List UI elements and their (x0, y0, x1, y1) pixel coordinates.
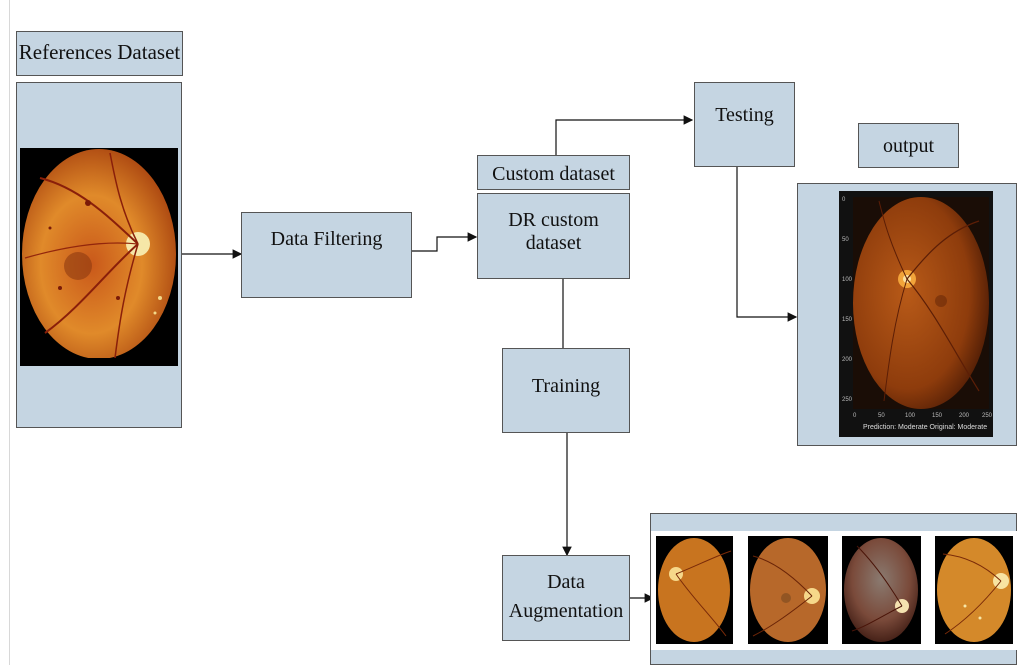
testing-box: Testing (694, 82, 795, 167)
arrow-filtering-to-custom (411, 232, 478, 252)
augmented-sample-1 (656, 536, 733, 644)
reference-fundus-image (20, 148, 178, 366)
y-tick-150: 150 (842, 317, 853, 323)
x-tick-50: 50 (878, 413, 885, 419)
augmented-samples-panel (650, 513, 1017, 665)
data-augmentation-box: Data Augmentation (502, 555, 630, 641)
output-title-box: output (858, 123, 959, 168)
x-tick-100: 100 (905, 413, 916, 419)
data-filtering-box: Data Filtering (241, 212, 412, 298)
custom-dataset-title-box: Custom dataset (477, 155, 630, 190)
output-panel: 0 50 100 150 200 250 0 50 100 150 200 25… (797, 183, 1017, 446)
data-augmentation-label-line2: Augmentation (508, 600, 624, 622)
training-label: Training (531, 375, 601, 397)
references-dataset-panel (16, 82, 182, 428)
augmented-samples-strip (651, 531, 1017, 650)
augmented-sample-2 (748, 536, 828, 644)
y-tick-50: 50 (842, 237, 849, 243)
data-filtering-label: Data Filtering (270, 228, 383, 250)
x-tick-200: 200 (959, 413, 970, 419)
data-augmentation-label-line1: Data (547, 571, 585, 593)
arrow-custom-to-testing (555, 115, 694, 155)
retina-icon (20, 149, 178, 366)
training-box: Training (502, 348, 630, 433)
prediction-caption: Prediction: Moderate Original: Moderate (863, 424, 987, 431)
y-tick-0: 0 (842, 197, 846, 203)
prediction-plot-graphic: 0 50 100 150 200 250 0 50 100 150 200 25… (839, 191, 993, 437)
retina-icon (844, 538, 918, 642)
arrow-testing-to-output (736, 166, 798, 322)
dr-custom-dataset-box: DR custom dataset (477, 193, 630, 279)
y-tick-200: 200 (842, 357, 853, 363)
output-prediction-plot: 0 50 100 150 200 250 0 50 100 150 200 25… (839, 191, 993, 437)
x-tick-0: 0 (853, 413, 857, 419)
y-tick-100: 100 (842, 277, 853, 283)
y-tick-250: 250 (842, 397, 853, 403)
augmented-sample-3 (842, 536, 921, 644)
retina-icon (937, 538, 1011, 642)
retina-icon (750, 538, 826, 642)
retina-icon (658, 538, 732, 642)
x-tick-250: 250 (982, 413, 993, 419)
x-tick-150: 150 (932, 413, 943, 419)
augmented-sample-4 (935, 536, 1013, 644)
output-label: output (882, 135, 935, 157)
dr-custom-dataset-label: DR custom dataset (508, 209, 599, 254)
custom-dataset-label: Custom dataset (492, 163, 615, 185)
page-left-guide-line (9, 0, 10, 665)
testing-label: Testing (715, 104, 774, 126)
references-dataset-title-box: References Dataset (16, 31, 183, 76)
references-dataset-label: References Dataset (18, 40, 181, 64)
